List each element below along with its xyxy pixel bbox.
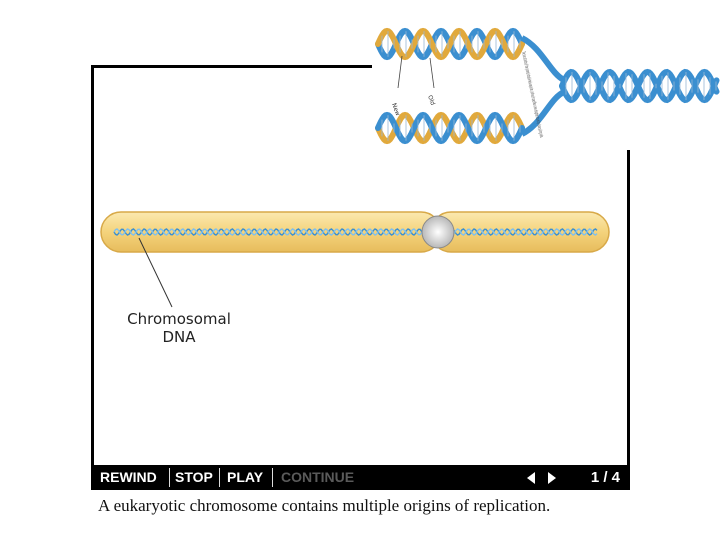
- chevron-left-icon[interactable]: [524, 471, 538, 485]
- frame-border-right: [627, 150, 630, 465]
- play-button[interactable]: PLAY: [227, 469, 264, 485]
- playback-control-bar: REWIND STOP PLAY CONTINUE 1 / 4: [91, 465, 630, 490]
- dna-strand-a: [113, 228, 598, 236]
- inset-bottom-helix: [375, 111, 525, 145]
- helix-strand: [375, 27, 525, 61]
- frame-border-top: [91, 65, 381, 68]
- chromosomal-dna-label: Chromosomal DNA: [124, 310, 234, 346]
- inset-label-new: New: [390, 102, 401, 117]
- helix-strand: [375, 111, 525, 145]
- page-counter: 1 / 4: [590, 469, 620, 486]
- figure-caption: A eukaryotic chromosome contains multipl…: [98, 496, 551, 515]
- animation-frame: [91, 65, 630, 465]
- inset-parent-helix: [520, 35, 720, 137]
- inset-top-helix: [375, 27, 525, 61]
- chevron-right-icon[interactable]: [545, 471, 559, 485]
- stop-button[interactable]: STOP: [175, 469, 213, 485]
- continue-button: CONTINUE: [281, 469, 355, 485]
- callout-label-line1: Chromosomal: [127, 310, 231, 328]
- rewind-button[interactable]: REWIND: [100, 469, 157, 485]
- centromere: [421, 215, 455, 249]
- control-divider: [272, 468, 273, 487]
- replication-fork: [520, 35, 566, 137]
- dna-strand-b: [113, 228, 598, 236]
- callout-label-line2: DNA: [162, 328, 196, 346]
- dna-replication-inset: New Old The two strands of the parental …: [372, 18, 720, 150]
- control-divider: [169, 468, 170, 487]
- helix-strand: [559, 68, 720, 104]
- frame-border-left: [91, 65, 94, 465]
- control-divider: [219, 468, 220, 487]
- inset-label-old: Old: [426, 94, 436, 106]
- callout-leader-line: [138, 237, 173, 308]
